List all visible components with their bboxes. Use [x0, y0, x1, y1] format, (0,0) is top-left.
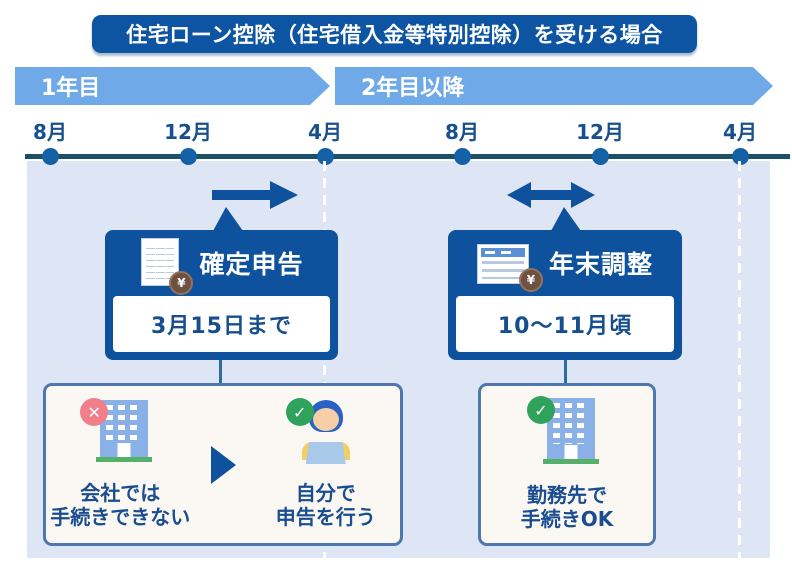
timeline-dot [180, 148, 197, 165]
period-banner-year1-label: 1年目 [41, 76, 101, 101]
tax-document-icon: ¥ [139, 238, 194, 295]
card-deadline: 10〜11月頃 [456, 296, 674, 352]
note-box-first-year: ✕ 会社では 手続きできない ✓ 自分で [43, 383, 403, 546]
card-year-end-adjustment: ¥ 年末調整 10〜11月頃 [448, 207, 682, 360]
note-box-second-year: ✓ 勤務先で 手続きOK [478, 383, 656, 546]
office-building-icon: ✓ [527, 396, 599, 468]
card-tail-pointer [551, 207, 581, 231]
double-arrow-icon [507, 182, 595, 208]
step-company-ng: ✕ 会社では 手続きできない [46, 398, 195, 529]
card-header: ¥ 年末調整 [448, 230, 682, 296]
timeline-dot [454, 148, 471, 165]
month-label-aug-y1: 8月 [33, 120, 67, 144]
step-caption: 会社では 手続きできない [50, 481, 191, 529]
month-label-apr-y2: 4月 [308, 120, 342, 144]
next-step-triangle-icon [210, 445, 236, 484]
period-banner-year2-label: 2年目以降 [361, 76, 465, 101]
month-label-apr-y3: 4月 [723, 120, 757, 144]
check-icon: ✓ [285, 398, 314, 426]
check-icon: ✓ [527, 396, 555, 424]
card-deadline: 3月15日まで [113, 296, 330, 352]
card-tail-pointer [213, 207, 243, 231]
step-self-filing-ok: ✓ 自分で 申告を行う [252, 398, 401, 529]
cross-icon: ✕ [80, 398, 109, 426]
year-end-form-icon: ¥ [476, 241, 543, 292]
yen-coin-icon: ¥ [169, 271, 194, 295]
period-banner-year2: 2年目以降 [335, 67, 773, 105]
timeline-dot [732, 148, 749, 165]
step-caption: 勤務先で 手続きOK [520, 483, 614, 531]
step-workplace-ok: ✓ 勤務先で 手続きOK [492, 396, 642, 531]
month-label-dec-y2: 12月 [576, 120, 624, 144]
card-title: 確定申告 [199, 250, 304, 279]
timeline-dot [42, 148, 59, 165]
person-with-laptop-icon: ✓ [285, 398, 356, 466]
card-title: 年末調整 [548, 250, 653, 279]
year-separator-dashed-line [738, 161, 741, 558]
timeline-dot [317, 148, 334, 165]
timeline-axis [25, 154, 790, 159]
card-header: ¥ 確定申告 [105, 230, 338, 296]
office-building-icon: ✕ [80, 398, 153, 466]
yen-coin-icon: ¥ [518, 268, 543, 292]
month-label-dec-y1: 12月 [164, 120, 212, 144]
card-final-tax-return: ¥ 確定申告 3月15日まで [105, 207, 338, 360]
connector-line [219, 358, 222, 385]
right-arrow-icon [212, 181, 298, 209]
page-title: 住宅ローン控除（住宅借入金等特別控除）を受ける場合 [92, 15, 697, 53]
timeline-dot [592, 148, 609, 165]
connector-line [564, 358, 567, 385]
period-banner-year1: 1年目 [15, 67, 330, 105]
month-label-aug-y2: 8月 [445, 120, 479, 144]
step-caption: 自分で 申告を行う [275, 481, 376, 529]
